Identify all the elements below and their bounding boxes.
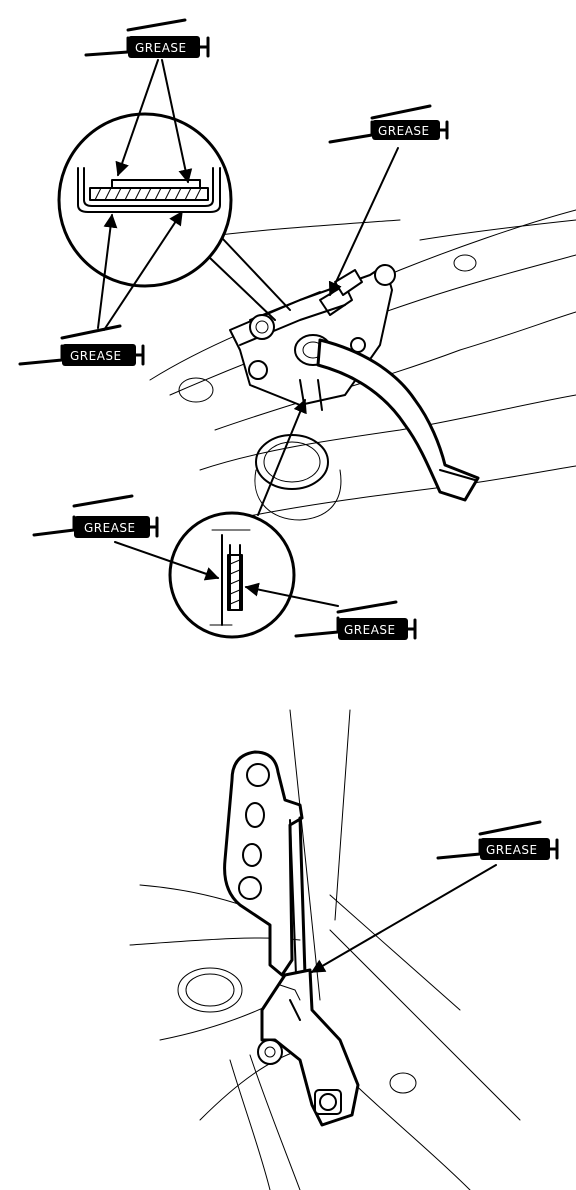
lower-assembly-view bbox=[129, 709, 521, 1190]
grease-label-upper-right: GREASE bbox=[328, 104, 449, 297]
grease-label-text: GREASE bbox=[84, 521, 136, 535]
grease-label-text: GREASE bbox=[344, 623, 396, 637]
grease-gun-icon bbox=[372, 120, 440, 140]
grease-gun-icon bbox=[74, 516, 150, 538]
grease-gun-icon bbox=[128, 36, 200, 58]
grease-label-text: GREASE bbox=[378, 124, 430, 138]
grease-label-text: GREASE bbox=[486, 843, 538, 857]
grease-gun-icon bbox=[480, 838, 550, 860]
grease-label-bottom: GREASE bbox=[310, 820, 559, 973]
upper-assembly-view bbox=[149, 209, 576, 521]
grease-label-lower-right: GREASE bbox=[244, 582, 417, 640]
upper-detail-circle bbox=[57, 112, 291, 321]
grease-gun-nozzle-icon bbox=[126, 18, 187, 32]
grease-gun-icon bbox=[62, 344, 136, 366]
grease-gun-icon bbox=[338, 618, 408, 640]
grease-label-text: GREASE bbox=[135, 41, 187, 55]
lower-detail-circle bbox=[168, 398, 307, 639]
grease-label-top: GREASE bbox=[84, 18, 210, 184]
grease-label-left: GREASE bbox=[18, 210, 183, 366]
grease-label-lower-left: GREASE bbox=[32, 494, 220, 581]
grease-label-text: GREASE bbox=[70, 349, 122, 363]
